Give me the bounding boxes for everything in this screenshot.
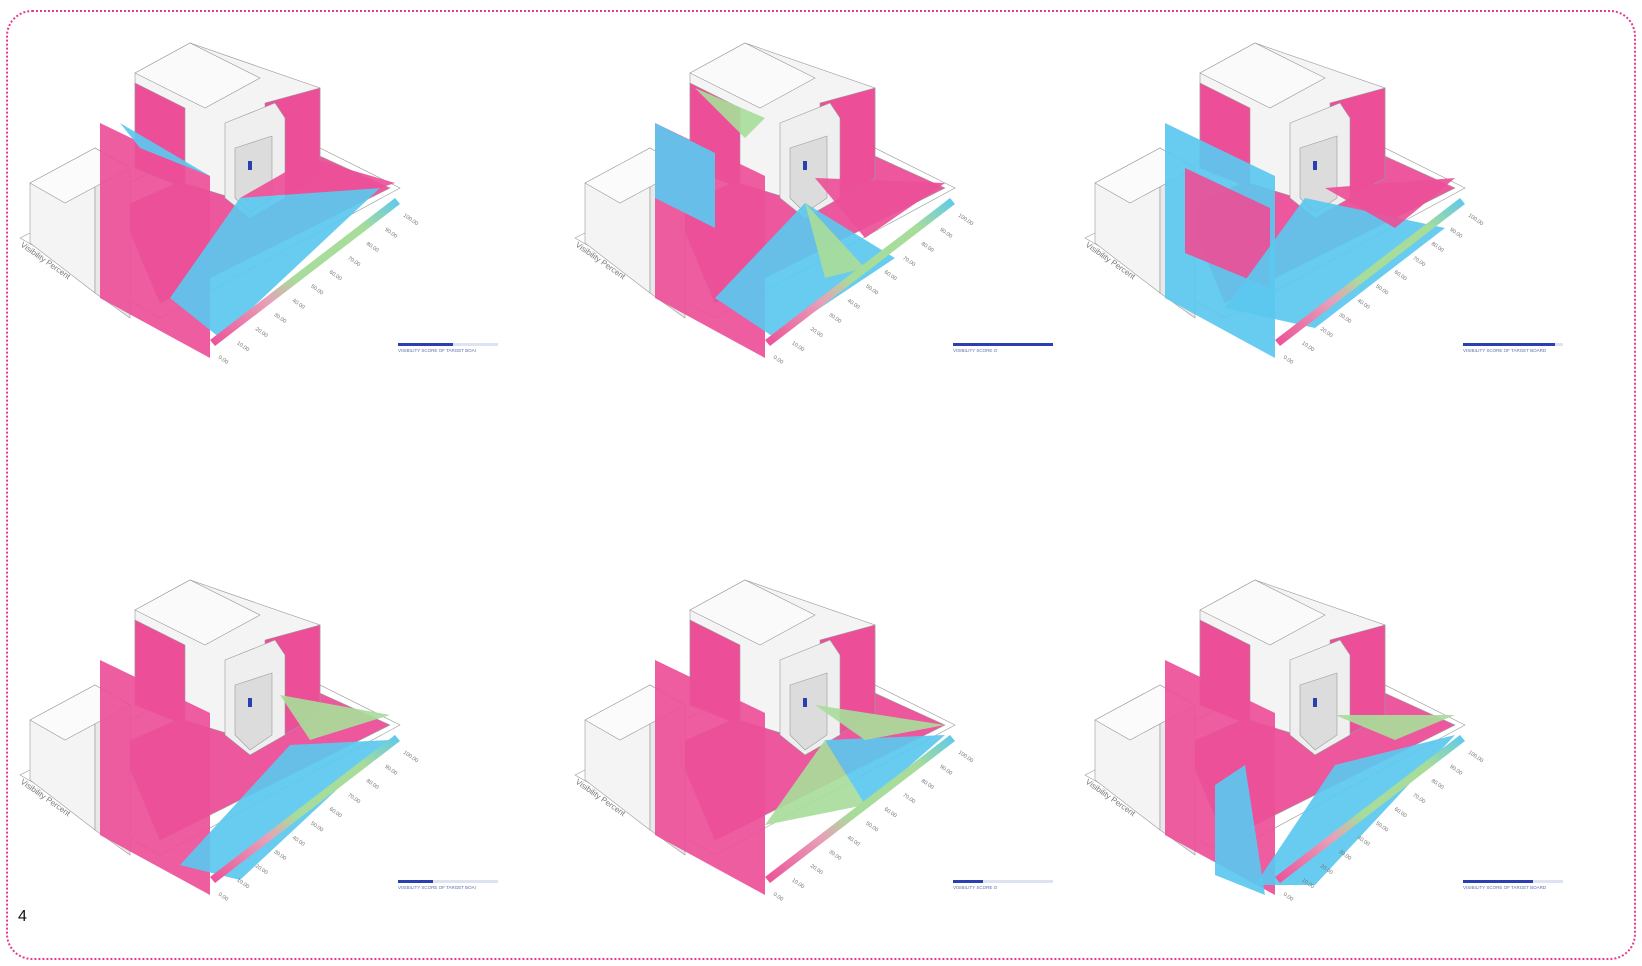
legend-tick-6: 60.00 xyxy=(883,807,898,820)
legend-tick-3: 30.00 xyxy=(272,849,287,862)
legend-tick-2: 20.00 xyxy=(254,863,269,876)
central-tower-carved-face xyxy=(235,673,272,750)
legend-tick-9: 90.00 xyxy=(938,764,953,777)
target-board xyxy=(248,161,252,170)
axonometric-diagram-2: Visibility Percent0.0010.0020.0030.0040.… xyxy=(565,28,1085,428)
legend-tick-7: 70.00 xyxy=(1411,792,1426,805)
legend-tick-0: 0.00 xyxy=(1282,355,1294,366)
score-bar-fill xyxy=(1463,343,1555,346)
score-bar-fill xyxy=(953,880,983,883)
legend-tick-10: 100.00 xyxy=(1467,213,1484,228)
legend-tick-2: 20.00 xyxy=(809,863,824,876)
legend-tick-7: 70.00 xyxy=(1411,255,1426,268)
legend-tick-5: 50.00 xyxy=(1374,821,1389,834)
target-board xyxy=(1313,161,1317,170)
legend-tick-5: 50.00 xyxy=(864,821,879,834)
legend-tick-1: 10.00 xyxy=(1300,341,1315,354)
score-label: VISIBILITY SCORE OF TARGET BOAI xyxy=(398,885,476,890)
legend-tick-4: 40.00 xyxy=(1356,835,1371,848)
legend-tick-6: 60.00 xyxy=(1393,807,1408,820)
legend-tick-8: 80.00 xyxy=(1430,241,1445,254)
target-board xyxy=(803,698,807,707)
legend-tick-6: 60.00 xyxy=(1393,270,1408,283)
legend-tick-10: 100.00 xyxy=(957,213,974,228)
legend-tick-2: 20.00 xyxy=(809,326,824,339)
legend-tick-10: 100.00 xyxy=(1467,750,1484,765)
score-label: VISIBILITY SCORE O xyxy=(953,885,998,890)
legend-tick-8: 80.00 xyxy=(1430,778,1445,791)
legend-tick-1: 10.00 xyxy=(235,341,250,354)
legend-tick-1: 10.00 xyxy=(790,878,805,891)
legend-tick-4: 40.00 xyxy=(846,835,861,848)
legend-tick-3: 30.00 xyxy=(272,312,287,325)
score-bar-fill xyxy=(398,880,433,883)
legend-tick-5: 50.00 xyxy=(309,821,324,834)
legend-tick-2: 20.00 xyxy=(1319,326,1334,339)
score-label: VISIBILITY SCORE OF TARGET BOARD xyxy=(1463,348,1547,353)
legend-tick-8: 80.00 xyxy=(920,241,935,254)
legend-tick-4: 40.00 xyxy=(846,298,861,311)
legend-tick-0: 0.00 xyxy=(1282,892,1294,903)
diagram-panel-5: Visibility Percent0.0010.0020.0030.0040.… xyxy=(565,565,1085,965)
legend-tick-0: 0.00 xyxy=(772,892,784,903)
axonometric-diagram-4: Visibility Percent0.0010.0020.0030.0040.… xyxy=(10,565,530,965)
legend-tick-8: 80.00 xyxy=(365,778,380,791)
legend-tick-0: 0.00 xyxy=(217,355,229,366)
axonometric-diagram-6: Visibility Percent0.0010.0020.0030.0040.… xyxy=(1075,565,1595,965)
legend-tick-3: 30.00 xyxy=(1337,312,1352,325)
legend-tick-7: 70.00 xyxy=(901,255,916,268)
score-label: VISIBILITY SCORE O xyxy=(953,348,998,353)
legend-tick-4: 40.00 xyxy=(291,298,306,311)
axonometric-diagram-3: Visibility Percent0.0010.0020.0030.0040.… xyxy=(1075,28,1595,428)
target-board xyxy=(803,161,807,170)
score-bar-fill xyxy=(953,343,1053,346)
legend-tick-2: 20.00 xyxy=(254,326,269,339)
legend-tick-0: 0.00 xyxy=(772,355,784,366)
legend-tick-4: 40.00 xyxy=(291,835,306,848)
legend-tick-5: 50.00 xyxy=(864,284,879,297)
score-label: VISIBILITY SCORE OF TARGET BOAI xyxy=(398,348,476,353)
legend-tick-3: 30.00 xyxy=(827,849,842,862)
axonometric-diagram-5: Visibility Percent0.0010.0020.0030.0040.… xyxy=(565,565,1085,965)
score-label: VISIBILITY SCORE OF TARGET BOARD xyxy=(1463,885,1547,890)
legend-tick-7: 70.00 xyxy=(346,255,361,268)
central-tower-carved-face xyxy=(790,673,827,750)
legend-tick-8: 80.00 xyxy=(365,241,380,254)
central-tower-carved-face xyxy=(790,136,827,213)
legend-tick-4: 40.00 xyxy=(1356,298,1371,311)
legend-tick-3: 30.00 xyxy=(827,312,842,325)
legend-tick-7: 70.00 xyxy=(346,792,361,805)
legend-tick-6: 60.00 xyxy=(328,270,343,283)
legend-tick-10: 100.00 xyxy=(402,213,419,228)
legend-tick-10: 100.00 xyxy=(957,750,974,765)
score-bar-fill xyxy=(398,343,453,346)
legend-tick-3: 30.00 xyxy=(1337,849,1352,862)
legend-tick-9: 90.00 xyxy=(938,227,953,240)
legend-tick-7: 70.00 xyxy=(901,792,916,805)
diagram-panel-1: Visibility Percent0.0010.0020.0030.0040.… xyxy=(10,28,530,428)
central-tower-carved-face xyxy=(1300,673,1337,750)
legend-tick-9: 90.00 xyxy=(383,227,398,240)
target-board xyxy=(248,698,252,707)
legend-tick-9: 90.00 xyxy=(1448,227,1463,240)
legend-tick-9: 90.00 xyxy=(1448,764,1463,777)
legend-tick-1: 10.00 xyxy=(790,341,805,354)
legend-tick-5: 50.00 xyxy=(309,284,324,297)
legend-tick-8: 80.00 xyxy=(920,778,935,791)
score-bar-fill xyxy=(1463,880,1533,883)
legend-tick-10: 100.00 xyxy=(402,750,419,765)
legend-tick-5: 50.00 xyxy=(1374,284,1389,297)
legend-tick-6: 60.00 xyxy=(883,270,898,283)
legend-tick-0: 0.00 xyxy=(217,892,229,903)
legend-tick-9: 90.00 xyxy=(383,764,398,777)
axonometric-diagram-1: Visibility Percent0.0010.0020.0030.0040.… xyxy=(10,28,530,428)
legend-tick-6: 60.00 xyxy=(328,807,343,820)
legend-tick-1: 10.00 xyxy=(235,878,250,891)
target-board xyxy=(1313,698,1317,707)
